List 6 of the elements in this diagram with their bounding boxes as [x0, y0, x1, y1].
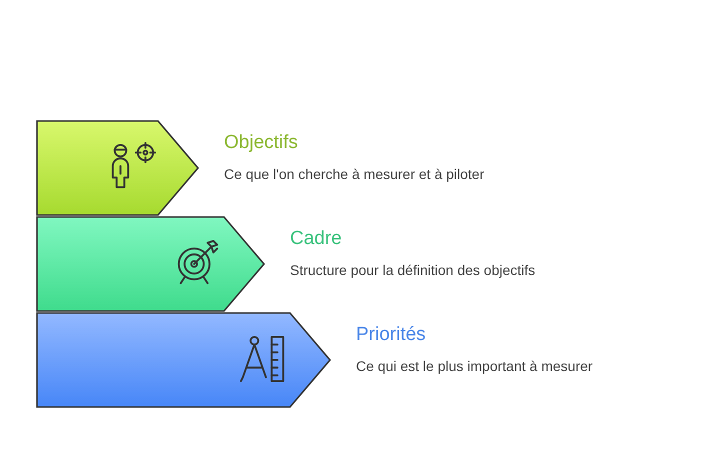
- heading: Cadre: [290, 228, 342, 250]
- heading: Objectifs: [224, 132, 298, 154]
- heading: Priorités: [356, 324, 426, 346]
- description: Structure pour la définition des objectifs: [290, 262, 536, 278]
- description: Ce qui est le plus important à mesurer: [356, 358, 593, 374]
- description: Ce que l'on cherche à mesurer et à piloter: [224, 166, 484, 182]
